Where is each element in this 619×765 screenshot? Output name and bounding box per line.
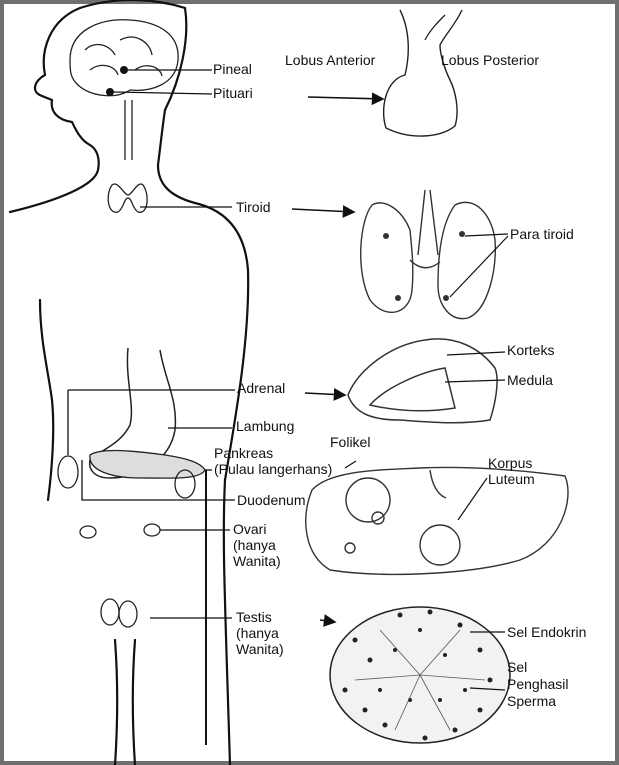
label-sel-penghasil-1: Sel xyxy=(507,660,527,675)
label-tiroid: Tiroid xyxy=(236,200,271,215)
label-korteks: Korteks xyxy=(507,343,554,358)
label-korpus-1: Korpus xyxy=(488,456,532,471)
label-duodenum: Duodenum xyxy=(237,493,306,508)
label-sel-penghasil-3: Sperma xyxy=(507,694,556,709)
thyroid-small xyxy=(108,184,147,212)
testis-left xyxy=(101,599,119,625)
pituitary-detail xyxy=(384,10,462,136)
label-pankreas-1: Pankreas xyxy=(214,446,273,461)
label-sel-endokrin: Sel Endokrin xyxy=(507,625,586,640)
label-korpus-2: Luteum xyxy=(488,472,535,487)
label-testis-2: (hanya xyxy=(236,626,279,641)
label-sel-penghasil-2: Penghasil xyxy=(507,677,569,692)
thyroid-detail xyxy=(361,190,496,319)
label-ovari-3: Wanita) xyxy=(233,554,281,569)
label-testis-1: Testis xyxy=(236,610,272,625)
label-pineal: Pineal xyxy=(213,62,252,77)
ovary-left xyxy=(80,526,96,538)
testis-right xyxy=(119,601,137,627)
leg-left xyxy=(115,640,117,765)
pituitary-dot xyxy=(106,88,114,96)
label-adrenal: Adrenal xyxy=(237,381,285,396)
ovary-right xyxy=(144,524,160,536)
brain xyxy=(70,20,178,96)
label-pituari: Pituari xyxy=(213,86,253,101)
head-right xyxy=(158,8,186,165)
label-ovari-1: Ovari xyxy=(233,522,266,537)
label-lobus-anterior: Lobus Anterior xyxy=(285,53,375,68)
label-lobus-posterior: Lobus Posterior xyxy=(441,53,539,68)
body-outline-left-arm xyxy=(40,300,53,500)
testis-detail xyxy=(330,607,510,743)
label-ovari-2: (hanya xyxy=(233,538,276,553)
label-lambung: Lambung xyxy=(236,419,294,434)
head-top xyxy=(80,0,185,8)
leg-right xyxy=(133,640,135,765)
label-pankreas-2: (Pulau langerhans) xyxy=(214,462,332,477)
label-para-tiroid: Para tiroid xyxy=(510,227,574,242)
body-outline xyxy=(10,8,99,212)
label-testis-3: Wanita) xyxy=(236,642,284,657)
pineal-dot xyxy=(120,66,128,74)
label-medula: Medula xyxy=(507,373,553,388)
label-folikel: Folikel xyxy=(330,435,370,450)
pancreas-small xyxy=(90,450,205,478)
